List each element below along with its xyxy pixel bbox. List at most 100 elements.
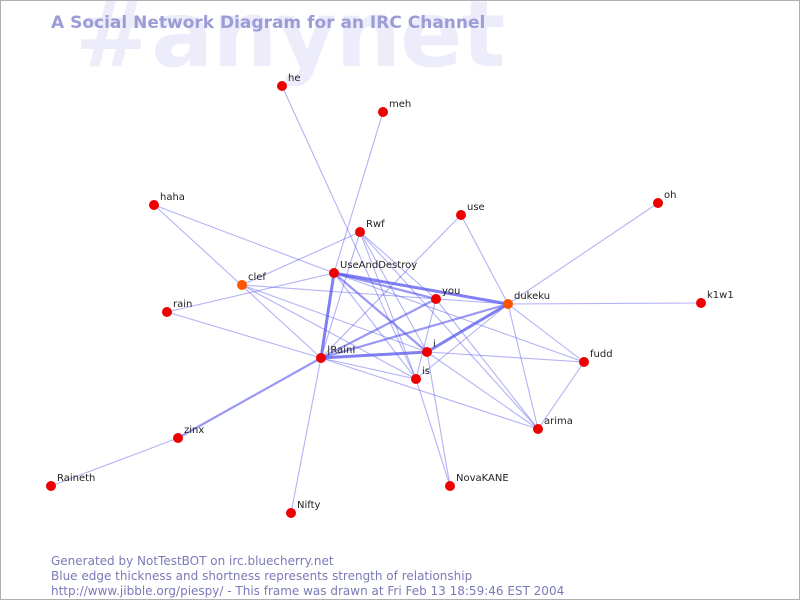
edge-UseAndDestroy-is: [333, 272, 417, 380]
footer-generated-by: Generated by NotTestBOT on irc.bluecherr…: [51, 554, 334, 568]
node-label-UseAndDestroy: UseAndDestroy: [340, 260, 417, 271]
footer: Generated by NotTestBOT on irc.bluecherr…: [51, 554, 564, 599]
edge-he-is: [281, 85, 417, 380]
node-dot-dukeku: [503, 299, 513, 309]
node-label-Rwf: Rwf: [366, 219, 385, 230]
node-label-dukeku: dukeku: [514, 291, 550, 302]
edge-fudd-arima: [537, 361, 585, 430]
node-label-meh: meh: [389, 99, 411, 110]
edge-IRainI-rain: [166, 311, 322, 359]
node-zinx: zinx: [173, 425, 204, 443]
node-label-clef: clef: [248, 272, 266, 283]
edge-dukeku-arima: [507, 303, 539, 430]
node-label-oh: oh: [664, 190, 676, 201]
node-label-arima: arima: [544, 416, 573, 427]
node-label-NovaKANE: NovaKANE: [456, 473, 509, 484]
edge-haha-IRainI: [153, 204, 322, 359]
edge-i-arima: [426, 351, 539, 430]
edge-clef-i: [241, 284, 428, 353]
edge-UseAndDestroy-IRainI: [319, 272, 336, 359]
footer-legend: Blue edge thickness and shortness repres…: [51, 569, 473, 583]
node-label-he: he: [288, 73, 301, 84]
node-haha: haha: [149, 192, 185, 210]
node-dot-you: [431, 294, 441, 304]
node-dot-Nifty: [286, 508, 296, 518]
node-dot-i: [422, 347, 432, 357]
node-Raineth: Raineth: [46, 473, 95, 491]
edge-clef-is: [241, 284, 417, 380]
node-dot-fudd: [579, 357, 589, 367]
node-label-rain: rain: [173, 299, 192, 310]
node-you: you: [431, 286, 460, 304]
node-label-Nifty: Nifty: [297, 500, 321, 511]
node-dot-oh: [653, 198, 663, 208]
node-label-i: i: [433, 339, 436, 350]
node-rain: rain: [162, 299, 192, 317]
node-he: he: [277, 73, 301, 91]
channel-watermark: #anynet: [75, 0, 506, 88]
node-meh: meh: [378, 99, 411, 117]
edge-zinx-Raineth: [50, 437, 179, 487]
node-IRainI: |RainI: [316, 345, 355, 363]
edge-IRainI-Nifty: [290, 357, 322, 514]
node-label-fudd: fudd: [590, 349, 613, 360]
node-dot-clef: [237, 280, 247, 290]
node-label-zinx: zinx: [184, 425, 204, 436]
footer-credit: http://www.jibble.org/piespy/ - This fra…: [51, 584, 565, 598]
node-dot-NovaKANE: [445, 481, 455, 491]
node-k1w1: k1w1: [696, 290, 734, 308]
node-dot-zinx: [173, 433, 183, 443]
node-label-Raineth: Raineth: [57, 473, 95, 484]
edge-you-IRainI: [320, 298, 437, 359]
edge-meh-UseAndDestroy: [333, 111, 384, 274]
edge-Rwf-arima: [359, 231, 539, 430]
edge-IRainI-zinx: [177, 357, 322, 439]
edge-i-fudd: [426, 351, 585, 363]
node-dot-meh: [378, 107, 388, 117]
node-dot-Rwf: [355, 227, 365, 237]
edge-Rwf-clef: [241, 231, 361, 286]
edge-dukeku-IRainI: [320, 302, 509, 360]
edge-layer: [50, 85, 702, 514]
node-dot-haha: [149, 200, 159, 210]
node-dot-use: [456, 210, 466, 220]
node-oh: oh: [653, 190, 676, 208]
node-dot-IRainI: [316, 353, 326, 363]
node-dot-he: [277, 81, 287, 91]
edge-UseAndDestroy-rain: [166, 272, 335, 313]
edge-oh-dukeku: [507, 202, 659, 305]
edge-clef-dukeku: [241, 284, 509, 305]
node-Rwf: Rwf: [355, 219, 385, 237]
edge-Rwf-is: [359, 231, 417, 380]
node-label-you: you: [442, 286, 460, 297]
node-label-use: use: [467, 202, 485, 213]
edge-UseAndDestroy-dukeku: [333, 271, 509, 306]
node-dot-rain: [162, 307, 172, 317]
node-clef: clef: [237, 272, 266, 290]
edge-UseAndDestroy-i: [333, 272, 428, 353]
node-dot-UseAndDestroy: [329, 268, 339, 278]
edge-is-NovaKANE: [415, 378, 451, 487]
node-use: use: [456, 202, 485, 220]
node-arima: arima: [533, 416, 573, 434]
node-label-k1w1: k1w1: [707, 290, 734, 301]
node-label-haha: haha: [160, 192, 185, 203]
edge-you-is: [415, 298, 437, 380]
node-dot-is: [411, 374, 421, 384]
edge-use-dukeku: [460, 214, 509, 305]
node-dot-Raineth: [46, 481, 56, 491]
node-label-is: is: [422, 366, 430, 377]
edge-dukeku-fudd: [507, 303, 585, 363]
node-label-IRainI: |RainI: [327, 345, 355, 356]
edge-dukeku-is: [415, 303, 509, 380]
node-fudd: fudd: [579, 349, 613, 367]
node-Nifty: Nifty: [286, 500, 321, 518]
node-UseAndDestroy: UseAndDestroy: [329, 260, 417, 278]
node-dot-arima: [533, 424, 543, 434]
edge-IRainI-arima: [320, 357, 539, 430]
page-title: A Social Network Diagram for an IRC Chan…: [51, 13, 486, 33]
node-NovaKANE: NovaKANE: [445, 473, 509, 491]
